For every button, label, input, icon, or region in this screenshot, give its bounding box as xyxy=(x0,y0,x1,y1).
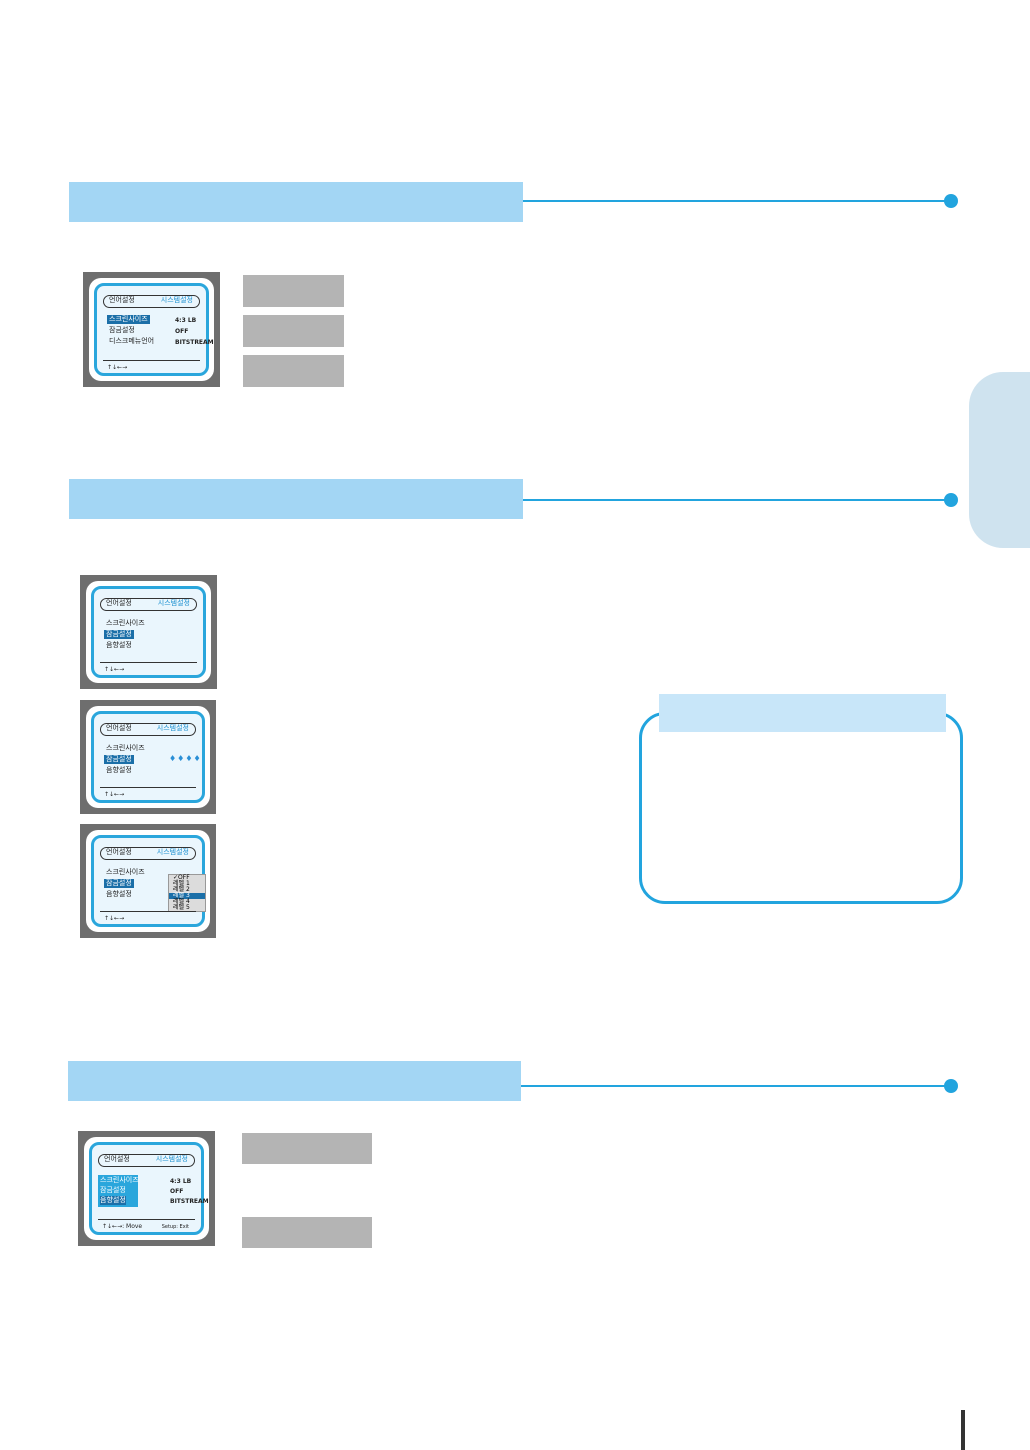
menu-item-screen-size: 스크린사이즈 xyxy=(106,619,145,627)
section-dot-1 xyxy=(944,194,958,208)
section-header-2 xyxy=(69,479,523,519)
section-line-1 xyxy=(523,200,951,202)
menu-value-screen-size: 4:3 LB xyxy=(175,317,197,324)
menu-nav-hint: ↑↓←→: Move xyxy=(102,1223,143,1230)
menu-tab-system: 시스템설정 xyxy=(160,296,193,304)
menu-item-screen-size: 스크린사이즈 xyxy=(106,868,145,876)
section-dot-3 xyxy=(944,1079,958,1093)
menu-tab-language: 언어설정 xyxy=(106,724,132,732)
tv-screen-audio-setup: 언어설정 시스템설정 스크린사이즈 잠금설정 음향설정 4:3 LB OFF B… xyxy=(78,1131,215,1246)
menu-item-lock: 잠금설정 xyxy=(109,326,135,334)
menu-value-screen-size: 4:3 LB xyxy=(170,1178,192,1185)
lock-option-level-4: 레벨 4 xyxy=(173,898,190,905)
menu-header: 언어설정 시스템설정 xyxy=(100,847,196,860)
section-line-3 xyxy=(521,1085,951,1087)
menu-divider xyxy=(100,662,197,663)
menu-tab-system: 시스템설정 xyxy=(156,724,189,732)
menu-header: 언어설정 시스템설정 xyxy=(100,723,196,736)
menu-nav-hint: ↑↓←→ xyxy=(104,915,125,922)
menu-item-audio: 음향설정 xyxy=(100,1196,126,1205)
password-dots: ♦♦♦♦ xyxy=(169,754,202,763)
menu-tab-language: 언어설정 xyxy=(104,1155,130,1163)
menu-value-audio: BITSTREAM xyxy=(170,1198,209,1205)
section-header-3 xyxy=(68,1061,521,1101)
menu-header: 언어설정 시스템설정 xyxy=(100,598,197,611)
menu-tab-system: 시스템설정 xyxy=(155,1155,188,1163)
menu-divider xyxy=(98,1219,195,1220)
menu-nav-hint: ↑↓←→ xyxy=(104,791,125,798)
menu-item-lock: 잠금설정 xyxy=(100,1186,126,1194)
menu-item-audio: 음향설정 xyxy=(106,890,132,898)
menu-item-audio: 음향설정 xyxy=(106,766,132,774)
section-line-2 xyxy=(523,499,951,501)
menu-nav-hint: ↑↓←→ xyxy=(107,364,128,371)
menu-value-lock: OFF xyxy=(170,1188,184,1195)
note-box xyxy=(639,712,963,904)
menu-tab-system: 시스템설정 xyxy=(156,848,189,856)
menu-item-screen-size: 스크린사이즈 xyxy=(107,315,150,324)
gray-label-1 xyxy=(243,275,344,307)
menu-item-lock: 잠금설정 xyxy=(104,630,134,639)
lock-option-level-2: 레벨 2 xyxy=(173,886,190,893)
note-title-bar xyxy=(659,694,946,732)
lock-option-level-3: 레벨 3 xyxy=(169,893,205,899)
tv-screen-lock-select: 언어설정 시스템설정 스크린사이즈 잠금설정 음향설정 ↑↓←→ xyxy=(80,575,217,689)
menu-item-screen-size: 스크린사이즈 xyxy=(106,744,145,752)
menu-value-audio: BITSTREAM xyxy=(175,339,214,346)
menu-tab-system: 시스템설정 xyxy=(157,599,190,607)
gray-label-5 xyxy=(242,1217,372,1248)
menu-divider xyxy=(100,787,196,788)
lock-level-dropdown: ✓OFF 레벨 1 레벨 2 레벨 3 레벨 4 레벨 5 xyxy=(168,874,206,912)
menu-item-screen-size: 스크린사이즈 xyxy=(100,1176,139,1184)
page-number-rule xyxy=(961,1410,965,1450)
lock-option-off: ✓OFF xyxy=(173,874,190,881)
menu-item-lock: 잠금설정 xyxy=(104,879,134,888)
menu-tab-language: 언어설정 xyxy=(106,599,132,607)
section-dot-2 xyxy=(944,493,958,507)
tv-screen-lock-password: 언어설정 시스템설정 스크린사이즈 잠금설정 음향설정 ♦♦♦♦ ↑↓←→ xyxy=(80,700,216,814)
menu-divider xyxy=(103,360,200,361)
menu-header: 언어설정 시스템설정 xyxy=(98,1154,195,1167)
menu-tab-language: 언어설정 xyxy=(109,296,135,304)
menu-item-disc-menu-language: 디스크메뉴언어 xyxy=(109,337,155,345)
lock-option-level-5: 레벨 5 xyxy=(173,904,190,911)
menu-exit-hint: Setup: Exit xyxy=(161,1224,189,1230)
menu-value-lock: OFF xyxy=(175,328,189,335)
section-header-1 xyxy=(69,182,523,222)
menu-divider xyxy=(100,911,196,912)
tv-screen-system-setup: 언어설정 시스템설정 스크린사이즈 잠금설정 디스크메뉴언어 4:3 LB OF… xyxy=(83,272,220,387)
gray-label-4 xyxy=(242,1133,372,1164)
menu-header: 언어설정 시스템설정 xyxy=(103,295,200,308)
menu-nav-hint: ↑↓←→ xyxy=(104,666,125,673)
tv-screen-lock-level: 언어설정 시스템설정 스크린사이즈 잠금설정 음향설정 ✓OFF 레벨 1 레벨… xyxy=(80,824,216,938)
side-chapter-tab xyxy=(969,372,1030,548)
menu-item-lock: 잠금설정 xyxy=(104,755,134,764)
menu-tab-language: 언어설정 xyxy=(106,848,132,856)
menu-item-audio: 음향설정 xyxy=(106,641,132,649)
gray-label-2 xyxy=(243,315,344,347)
gray-label-3 xyxy=(243,355,344,387)
lock-option-level-1: 레벨 1 xyxy=(173,880,190,887)
